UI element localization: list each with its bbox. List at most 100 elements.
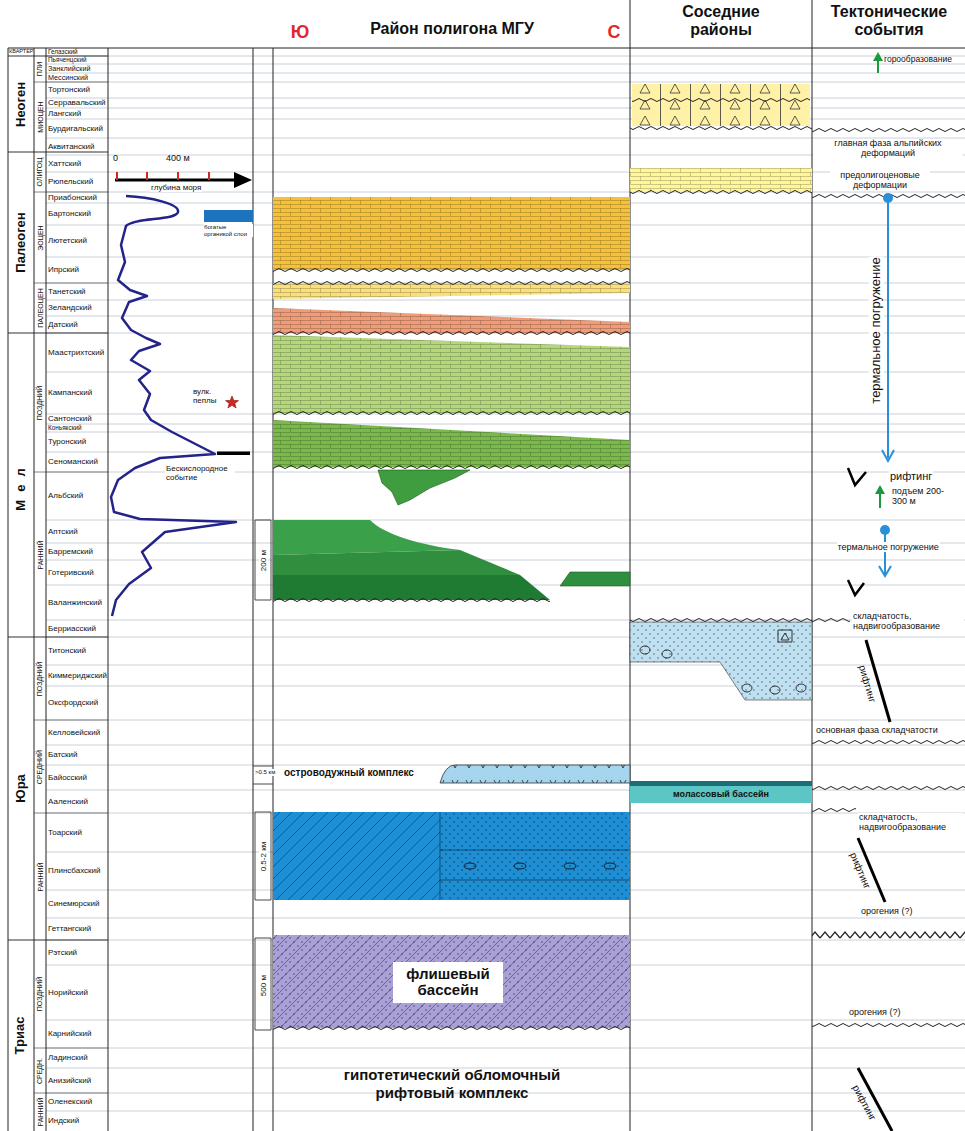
lower-jurassic-block [273,812,630,900]
tectonic-event: складчатость, надвигообразование [852,612,964,632]
rift-fault [848,580,864,595]
annotation: Бескислородное событие [165,464,235,482]
epoch-label: ПОЗДНИЙ [36,385,44,420]
stage-label: Ладинский [48,1054,88,1062]
lower-jurassic-hatch [273,812,440,900]
danian-salmon-texture [273,308,630,333]
node-text: флишевый бассейн [397,966,499,999]
stage-label: Синемюрский [48,900,100,908]
epoch-label: ПАЛЕОЦЕН [36,288,44,327]
island-arc-band [440,765,630,783]
column-header: Район полигона МГУ [332,20,572,38]
unconformity [812,127,965,133]
stage-label: Пьяченцский [48,57,87,63]
molasse-top [630,781,812,786]
stage-label: Валанжинский [48,599,102,607]
stage-label: Аквитанский [48,143,94,151]
unit-label: гипотетический обломочный рифтовый компл… [327,1066,577,1102]
tectonic-event: предолигоценовые деформации [830,171,930,191]
stage-label: Аптский [48,528,78,536]
epoch-label: ПОЗДНИЙ [36,977,44,1012]
epoch-label: ОЛИГОЦ [36,158,44,187]
unconformity [812,1022,965,1028]
epoch-grid [34,82,108,1093]
tectonic-event: орогения (?) [860,906,913,916]
stage-label: Мессинский [48,74,88,81]
unconformity [812,617,850,623]
conglomerate-pebbles [464,863,616,869]
stage-label: Индский [48,1117,79,1125]
molasse-band: молассовый бассейн [630,788,812,801]
stage-label: Сеноманский [48,458,98,466]
stage-label: Титонский [48,647,86,655]
stage-label: Коньякский [48,425,82,431]
flysch-hatch [273,935,630,1028]
unconformity [812,807,856,813]
stage-label: Киммериджский [48,672,107,680]
tectonic-event: подъем 200-300 м [891,487,953,507]
stage-label: Кампанский [48,389,92,397]
stage-grid [46,56,965,1111]
rift-fault [848,468,866,485]
unconformity [630,617,812,623]
stage-label: Тоарский [48,829,82,837]
unconformity [812,739,965,745]
oligocene-band [630,168,812,192]
stage-label: Карнийский [48,1030,91,1038]
flysch-dots [273,935,630,1028]
albian-fill [378,470,470,505]
campanian-limestone [273,335,630,413]
axis-title: глубина моря [150,183,202,192]
eocene-limestone-texture [273,197,630,270]
tectonic-event: термальное погружение [837,542,940,552]
stage-label: Альбский [48,492,83,500]
annotation: вулк. пеплы [193,387,233,405]
stage-label: Геттангский [48,925,91,933]
unconformity [632,97,810,103]
legend-swatch [204,210,253,222]
epoch-label: РАННИЙ [36,1098,44,1127]
unit-label: островодужный комплекс [284,767,414,779]
stage-label: Готеривский [48,569,94,577]
uplift-arrow-head [873,52,883,61]
tectonic-event: складчатость, надвигообразование [858,813,963,833]
tectonic-event: термальное погружение [869,256,884,404]
subsidence-head [879,566,891,576]
tectonic-event: рифтинг [847,851,873,891]
epoch-label: ЭОЦЕН [36,225,44,250]
aptian-wedge [273,520,460,555]
depth-scale-label: 400 м [166,153,190,163]
stage-label: Оленекский [48,1098,92,1106]
uplift-arrow-head [875,485,885,494]
stage-label: Барремский [48,548,93,556]
unconformity [812,785,965,791]
lower-jurassic-dots [440,812,630,900]
molasse-band [630,786,812,803]
thickness-label: 200 м [258,549,267,572]
stage-label: Рэтский [48,949,77,957]
stage-label: Анизийский [48,1077,91,1085]
sea-depth-curve [111,196,236,616]
turonian-limestone [273,420,630,467]
stage-label: Байосский [48,774,87,782]
column-borders [8,0,965,1131]
hauterivian-wedge [273,550,520,575]
depth-scale-label: 0 [113,153,118,163]
stage-label: Туронский [48,438,86,446]
tectonic-event: горообразование [884,55,952,65]
epoch-label: СРЕДНИЙ [36,749,44,783]
period-label: КВАРТЕР [9,49,33,55]
stage-label: Хаттский [48,160,81,168]
subsidence-head [882,450,894,461]
stage-label: Норийский [48,989,88,997]
neogene-breccia [632,100,810,126]
depth-ticks [117,172,209,180]
unconformity [273,330,630,336]
period-label: Палеоген [14,212,29,272]
direction-mark: С [599,22,629,43]
period-label: Мел [14,460,29,510]
period-grid [8,56,108,940]
epoch-label: СРЕДН. [36,1057,44,1083]
basin-label-box: флишевый бассейн [393,962,503,1003]
